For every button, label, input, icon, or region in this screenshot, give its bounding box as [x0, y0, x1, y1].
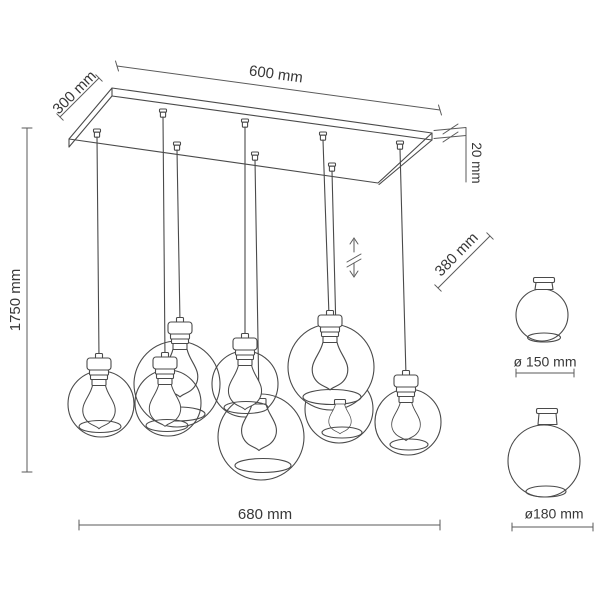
canopy-length-label: 600 mm: [248, 62, 304, 86]
dimension-hanging-height: 1750 mm: [7, 127, 33, 473]
lamp-socket-and-bulb-middle: [223, 332, 269, 415]
adjustable-length-label: 380 mm: [432, 229, 482, 280]
dimension-adjustable-length: 380 mm: [432, 229, 494, 292]
cable: [331, 170, 337, 333]
lamp-socket: [167, 316, 193, 351]
dimension-fixture-span: 680 mm: [78, 506, 441, 531]
globe-opening: [302, 388, 362, 406]
shade-neck: [535, 407, 559, 415]
cable: [254, 159, 260, 402]
canopy-thickness-label: 20 mm: [469, 142, 484, 183]
cable: [176, 149, 181, 324]
cable-grip: [395, 140, 405, 150]
cable-grip: [318, 131, 328, 141]
globe-opening: [223, 400, 269, 415]
pendant-lamp-small-left: [67, 136, 135, 438]
pendant-lamp-small-front: [134, 116, 202, 437]
globe-opening: [321, 426, 363, 439]
cable: [162, 116, 166, 359]
shade-detail-150: ø 150 mm: [513, 276, 577, 378]
lamp-socket: [86, 352, 112, 387]
cable: [399, 148, 407, 377]
pendant-lamp-large-upper: [287, 139, 375, 411]
edison-bulb: [241, 403, 277, 452]
shade-large-label: ø180 mm: [524, 506, 583, 522]
cable-grip: [158, 108, 168, 118]
pendant-lamp-small-right: [374, 148, 442, 456]
cable: [96, 136, 100, 360]
canopy-depth-label: 300 mm: [49, 67, 99, 117]
height-adjustable-icon: [346, 237, 362, 278]
globe-opening: [78, 419, 122, 434]
pendant-lamp-large-low: [217, 393, 305, 481]
cable-grip: [250, 151, 260, 161]
hanging-height-label: 1750 mm: [7, 269, 24, 332]
ceiling-canopy: [68, 87, 433, 186]
shade-detail-180: ø180 mm: [507, 407, 594, 532]
cable-grip: [240, 118, 250, 128]
pendant-lamp-large-back: [133, 149, 221, 428]
dimension-canopy-thickness: 20 mm: [433, 123, 484, 184]
globe-opening: [389, 438, 429, 451]
cable-grip: [172, 141, 182, 151]
fixture-span-label: 680 mm: [238, 506, 292, 523]
globe-opening: [525, 485, 567, 498]
cable: [322, 139, 330, 317]
edison-bulb: [391, 402, 421, 442]
cable-grip: [92, 128, 102, 138]
shade-neck: [532, 276, 556, 284]
edison-bulb: [82, 384, 116, 430]
shade-neck: [534, 281, 554, 291]
lamp-bulb-behind: [321, 398, 363, 439]
globe-opening: [145, 418, 189, 433]
shade-small-label: ø 150 mm: [513, 354, 576, 370]
globe-opening: [234, 457, 292, 474]
cable-grip: [327, 162, 337, 172]
lamp-socket: [393, 369, 419, 404]
shade-neck: [537, 412, 558, 426]
globe-opening: [526, 332, 562, 343]
lamp-socket: [232, 332, 258, 367]
